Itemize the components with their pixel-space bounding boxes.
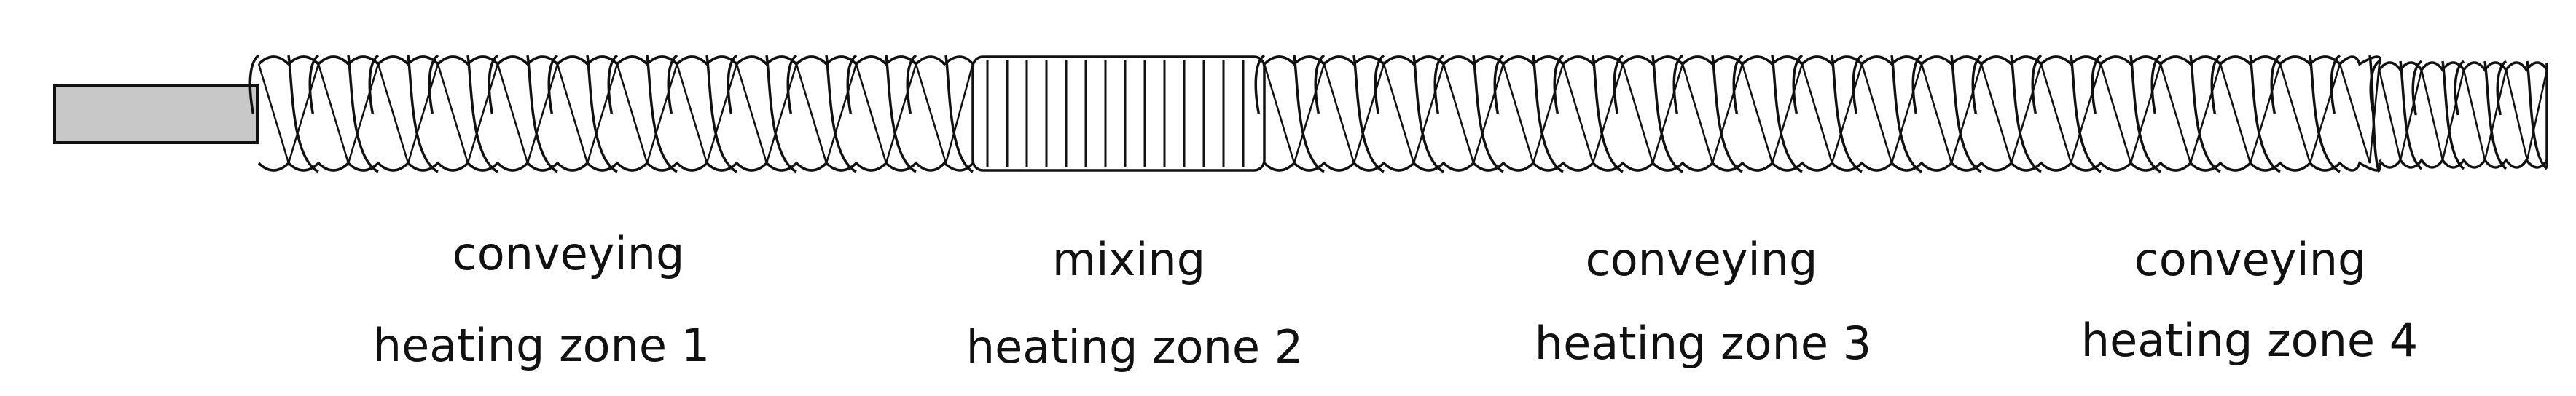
section-3-zone-label: heating zone 3 — [1534, 317, 1872, 370]
section-1-zone-label: heating zone 1 — [372, 319, 710, 372]
section-2-type-label: mixing — [1052, 233, 1206, 286]
conveying-screw-section-4 — [2369, 60, 2548, 170]
section-1-type-label: conveying — [452, 227, 685, 280]
section-4-zone-label: heating zone 4 — [2080, 314, 2419, 367]
section-4-type-label: conveying — [2134, 233, 2367, 286]
section-3-type-label: conveying — [1585, 233, 1818, 286]
conveying-screw-section-1 — [248, 54, 974, 173]
drive-shaft — [53, 84, 259, 144]
conveying-screw-section-3 — [1254, 54, 2381, 173]
section-2-zone-label: heating zone 2 — [966, 320, 1304, 373]
mixing-screw-section — [971, 55, 1266, 172]
